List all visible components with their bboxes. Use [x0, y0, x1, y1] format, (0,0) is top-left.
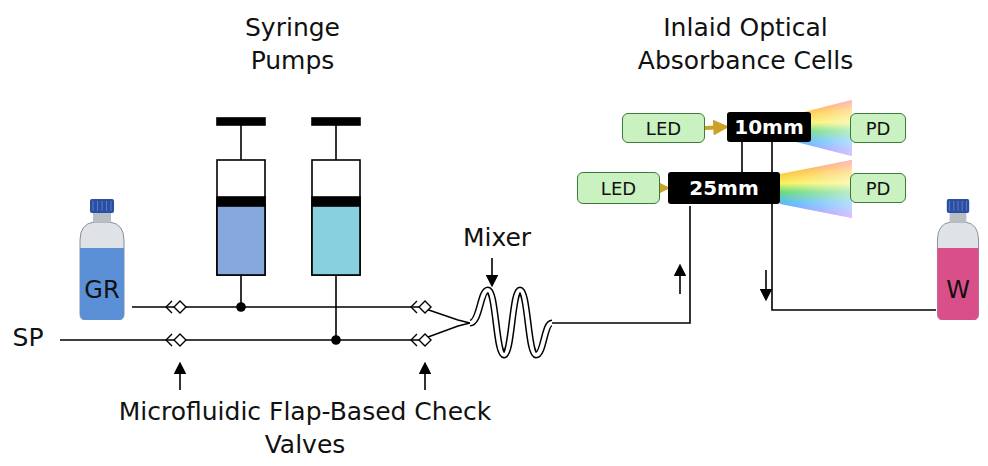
port-label: SP — [6, 322, 50, 355]
connector — [705, 127, 726, 128]
node-text: GR — [84, 276, 119, 304]
photodiode: PD — [850, 173, 906, 203]
connector — [772, 204, 936, 310]
node-text: PD — [866, 178, 891, 199]
node-text: PD — [866, 118, 891, 139]
connector — [741, 142, 743, 172]
section-title: Syringe Pumps — [225, 12, 360, 77]
led-source: LED — [622, 113, 705, 143]
part-label: Microfluidic Flap-Based Check Valves — [105, 396, 505, 461]
absorbance-cell: 25mm — [668, 172, 780, 204]
waste-bottle: W — [930, 198, 986, 320]
connector — [660, 186, 667, 190]
reagent-bottle: GR — [72, 198, 132, 320]
node-text: 25mm — [689, 176, 759, 200]
pointer-arrow — [180, 258, 766, 390]
mixer-coil — [470, 290, 552, 355]
node-text: 10mm — [734, 115, 804, 139]
check-valve — [166, 301, 431, 346]
tubing — [60, 206, 690, 340]
led-source: LED — [577, 172, 660, 204]
section-title: Inlaid Optical Absorbance Cells — [603, 12, 888, 77]
node-text: LED — [601, 178, 636, 199]
syringe-pump — [217, 118, 265, 311]
node-text: W — [946, 276, 970, 304]
photodiode: PD — [850, 113, 906, 143]
absorbance-cell: 10mm — [727, 112, 811, 142]
part-label: Mixer — [452, 222, 542, 255]
syringe-pump — [312, 118, 360, 344]
connector — [771, 142, 773, 172]
node-text: LED — [646, 118, 681, 139]
